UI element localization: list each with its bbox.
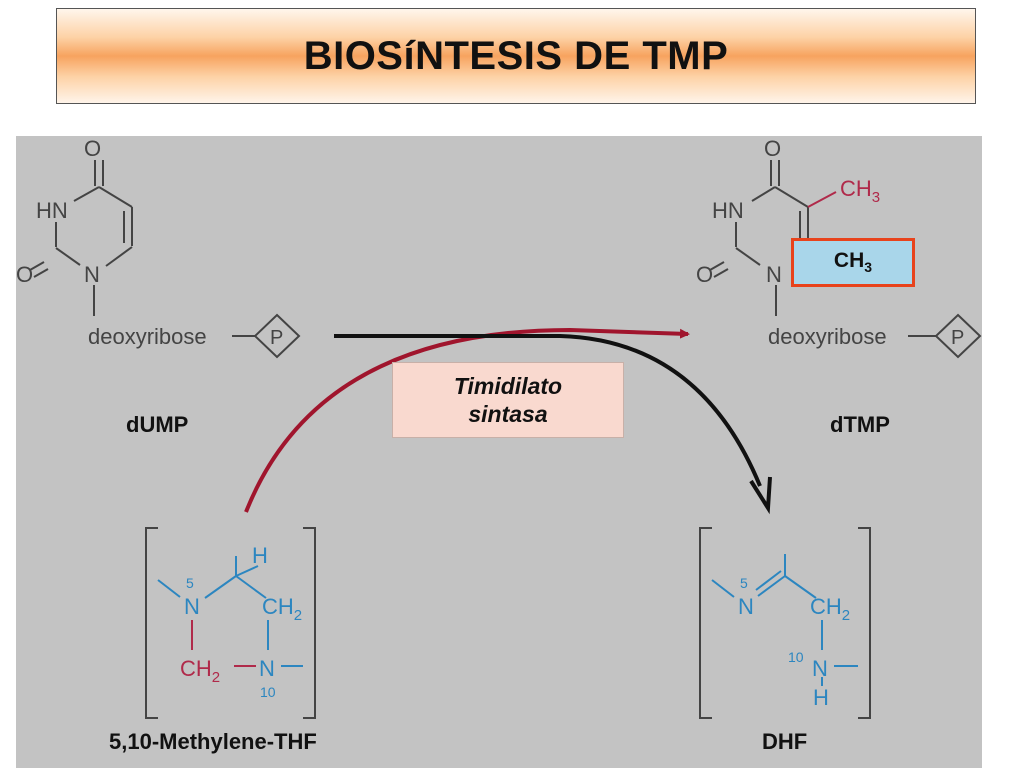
main-reaction-arrow — [334, 334, 762, 487]
dump-label: dUMP — [126, 412, 188, 437]
ch3-highlight-box: CH3 — [791, 238, 915, 287]
dhf-n10-number: 10 — [788, 649, 804, 665]
dtmp-atom-o-left: O — [696, 262, 713, 287]
dump-sugar: deoxyribose — [88, 324, 207, 349]
dtmp-atom-hn: HN — [712, 198, 744, 223]
dtmp-label: dTMP — [830, 412, 890, 437]
enzyme-name-line2: sintasa — [468, 401, 548, 427]
page-title: BIOSíNTESIS DE TMP — [303, 33, 729, 78]
thf-atom-ch2-bottom: CH2 — [180, 656, 220, 686]
dtmp-sugar: deoxyribose — [768, 324, 887, 349]
dhf-brackets — [699, 527, 871, 719]
thf-label: 5,10-Methylene-THF — [109, 729, 317, 754]
dump-molecule — [29, 160, 301, 359]
dhf-label: DHF — [762, 729, 807, 754]
main-reaction-arrowhead — [749, 476, 772, 515]
dhf-atom-h: H — [813, 685, 829, 710]
dtmp-phosphate: P — [951, 327, 964, 349]
dtmp-atom-n: N — [766, 262, 782, 287]
thf-bonds-red — [191, 620, 256, 667]
dhf-atom-n10: N — [812, 656, 828, 681]
enzyme-name-line1: Timidilato — [453, 373, 563, 399]
methyl-transfer-arrow — [244, 327, 690, 513]
dump-atom-n: N — [84, 262, 100, 287]
thf-bonds-blue — [157, 556, 303, 667]
dump-atom-o-left: O — [16, 262, 33, 287]
thf-n10-number: 10 — [260, 684, 276, 700]
dhf-atom-ch2: CH2 — [810, 594, 850, 624]
thf-atom-h: H — [252, 543, 268, 568]
thf-brackets — [145, 527, 316, 719]
dump-atom-o-top: O — [84, 136, 101, 161]
dhf-atom-n5: N — [738, 594, 754, 619]
title-banner: BIOSíNTESIS DE TMP — [56, 8, 976, 104]
thf-atom-n5: N — [184, 594, 200, 619]
dtmp-atom-ch3: CH3 — [840, 176, 880, 206]
enzyme-label-box: Timidilato sintasa — [392, 362, 624, 438]
thf-n5-number: 5 — [186, 575, 194, 591]
dtmp-atom-o-top: O — [764, 136, 781, 161]
ch3-highlight-text: CH3 — [833, 249, 873, 276]
dtmp-molecule — [709, 160, 982, 359]
thf-atom-ch2-right: CH2 — [262, 594, 302, 624]
dtmp-methyl-bond — [807, 191, 837, 208]
dump-atom-hn: HN — [36, 198, 68, 223]
dhf-bonds — [711, 554, 858, 686]
dump-phosphate: P — [270, 327, 283, 349]
thf-atom-n10: N — [259, 656, 275, 681]
dhf-n5-number: 5 — [740, 575, 748, 591]
